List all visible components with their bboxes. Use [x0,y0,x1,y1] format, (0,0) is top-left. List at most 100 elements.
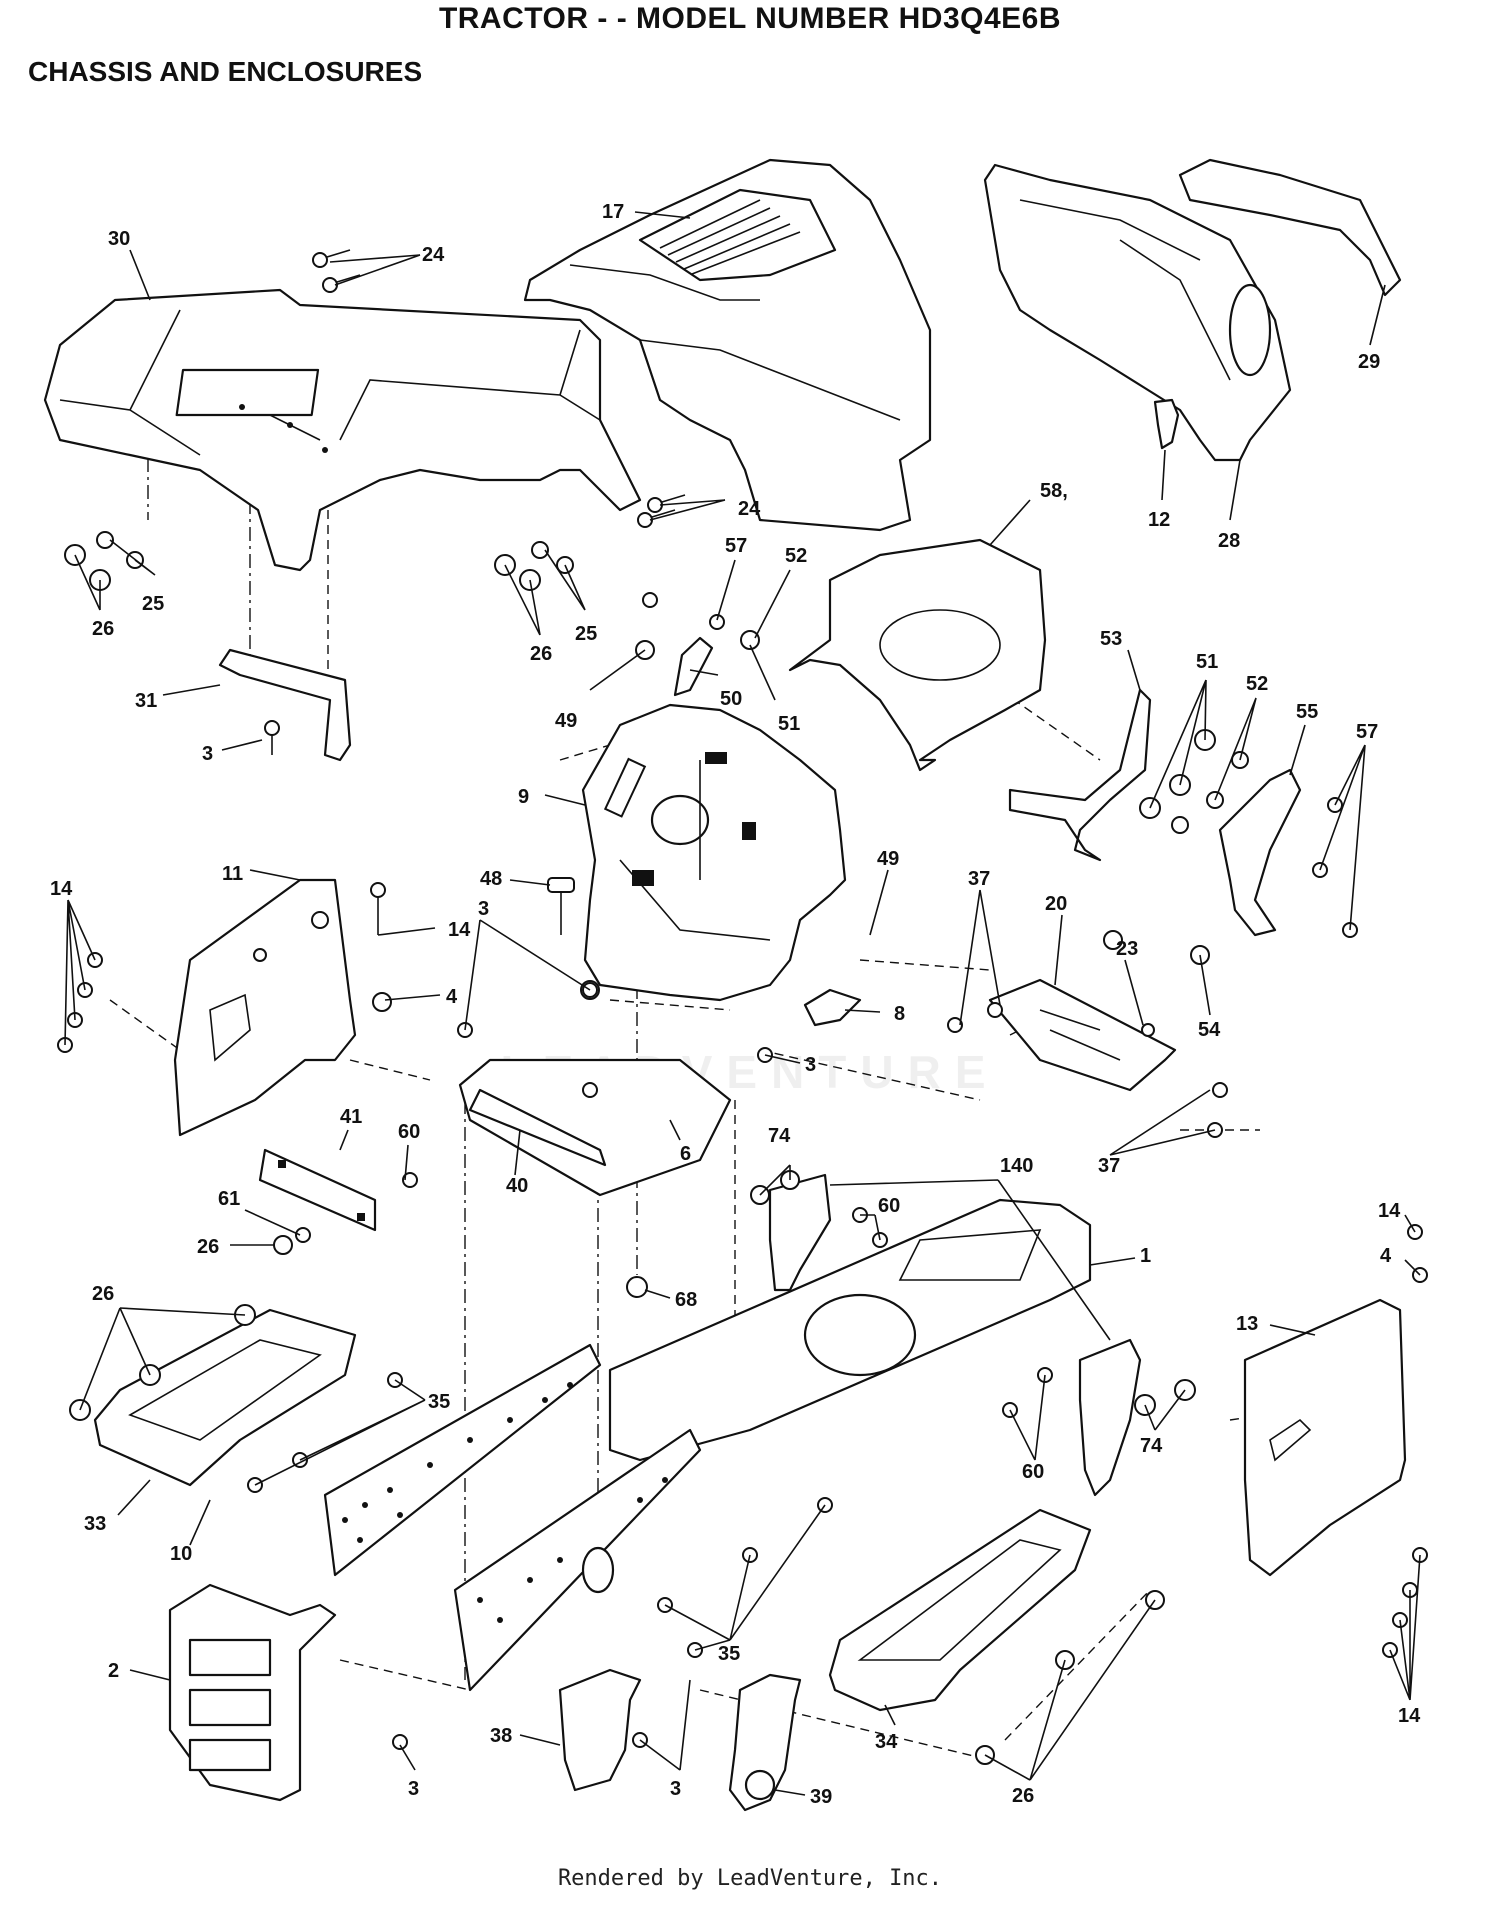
callout-label: 52 [785,545,807,567]
callout-label: 51 [1196,651,1218,673]
callout-label: 14 [1398,1705,1421,1727]
part-20-plate [988,978,1177,1092]
part-17-hood [523,158,932,532]
callout-label: 2 [108,1660,119,1682]
callout-label: 49 [877,848,899,870]
callout-label: 26 [197,1236,219,1258]
callout-label: 61 [218,1188,240,1210]
callout-label: 54 [1198,1019,1221,1041]
callout-label: 49 [555,710,577,732]
callout-label: 26 [92,618,114,640]
callout-label: 50 [720,688,742,710]
part-58-dash-panel [788,538,1047,772]
callout-label: 31 [135,690,157,712]
part-29-nose-cover [1178,158,1402,297]
callout-label: 4 [446,986,458,1008]
part-9-dashboard [581,703,847,1002]
callout-label: 57 [725,535,747,557]
callout-labels: 30 24 17 29 24 12 28 58, 25 26 25 26 57 … [50,201,1421,1808]
callout-label: 3 [670,1778,681,1800]
callout-label: 14 [448,919,471,941]
part-140-left-bracket [768,1173,832,1292]
page-title: TRACTOR - - MODEL NUMBER HD3Q4E6B [438,2,1062,35]
part-38-bracket [558,1668,642,1792]
part-12-bracket [1153,398,1180,450]
callout-label: 8 [894,1003,905,1025]
callout-label: 29 [1358,351,1380,373]
callout-label: 3 [408,1778,419,1800]
part-48-push-fastener [547,877,575,935]
callout-label: 48 [480,868,502,890]
part-28-grille-housing [983,163,1292,462]
callout-label: 17 [602,201,624,223]
part-30-rear-fender [43,288,642,572]
callout-label: 14 [50,878,73,900]
callout-label: 60 [878,1195,900,1217]
callout-label: 9 [518,786,529,808]
callout-label: 3 [202,743,213,765]
callout-label: 28 [1218,530,1240,552]
part-frame-right-rail [453,1428,702,1692]
callout-label: 6 [680,1143,691,1165]
callout-label: 58, [1040,480,1068,502]
part-11-left-side-panel [173,878,357,1137]
part-55-bracket [1218,768,1302,937]
callout-label: 37 [1098,1155,1120,1177]
part-2-front-plate [168,1583,337,1802]
callout-label: 74 [1140,1435,1163,1457]
callout-label: 57 [1356,721,1378,743]
callout-label: 25 [142,593,164,615]
callout-label: 60 [1022,1461,1044,1483]
part-31-bracket [218,648,352,762]
callout-label: 34 [875,1731,898,1753]
callout-label: 25 [575,623,597,645]
callout-label: 140 [1000,1155,1033,1177]
callout-label: 14 [1378,1200,1401,1222]
callout-label: 38 [490,1725,512,1747]
callout-label: 26 [92,1283,114,1305]
part-frame-left-rail [323,1343,602,1577]
callout-label: 24 [422,244,445,266]
callout-label: 4 [1380,1245,1392,1267]
callout-label: 23 [1116,938,1138,960]
callout-label: 11 [222,863,243,885]
callout-label: 13 [1236,1313,1258,1335]
part-41-plate [258,1148,377,1232]
callout-leaders [64,211,1421,1796]
callout-label: 3 [478,898,489,920]
part-40-seat-plate [458,1058,732,1197]
callout-label: 10 [170,1543,192,1565]
part-8-clip [803,988,862,1027]
callout-label: 12 [1148,509,1170,531]
part-140-right-bracket [1078,1338,1142,1497]
footer-credit: Rendered by LeadVenture, Inc. [557,1866,943,1891]
part-13-right-side-panel [1243,1298,1407,1577]
callout-label: 68 [675,1289,697,1311]
callout-label: 52 [1246,673,1268,695]
callout-label: 39 [810,1786,832,1808]
callout-label: 26 [530,643,552,665]
callout-label: 35 [718,1643,740,1665]
callout-label: 33 [84,1513,106,1535]
callout-label: 60 [398,1121,420,1143]
callout-label: 26 [1012,1785,1034,1807]
part-33-left-footrest [93,1308,357,1487]
callout-label: 30 [108,228,130,250]
callout-label: 41 [340,1106,362,1128]
callout-label: 53 [1100,628,1122,650]
part-1-main-frame [608,1198,1092,1462]
callout-label: 24 [738,498,761,520]
callout-label: 35 [428,1391,450,1413]
part-39-bracket [728,1673,802,1812]
callout-label: 3 [805,1054,816,1076]
callout-label: 40 [506,1175,528,1197]
callout-label: 55 [1296,701,1318,723]
callout-label: 74 [768,1125,791,1147]
section-subtitle: CHASSIS AND ENCLOSURES [28,56,423,87]
part-34-right-footrest [828,1508,1092,1712]
callout-label: 1 [1140,1245,1151,1267]
callout-label: 51 [778,713,800,735]
callout-label: 20 [1045,893,1067,915]
callout-label: 37 [968,868,990,890]
